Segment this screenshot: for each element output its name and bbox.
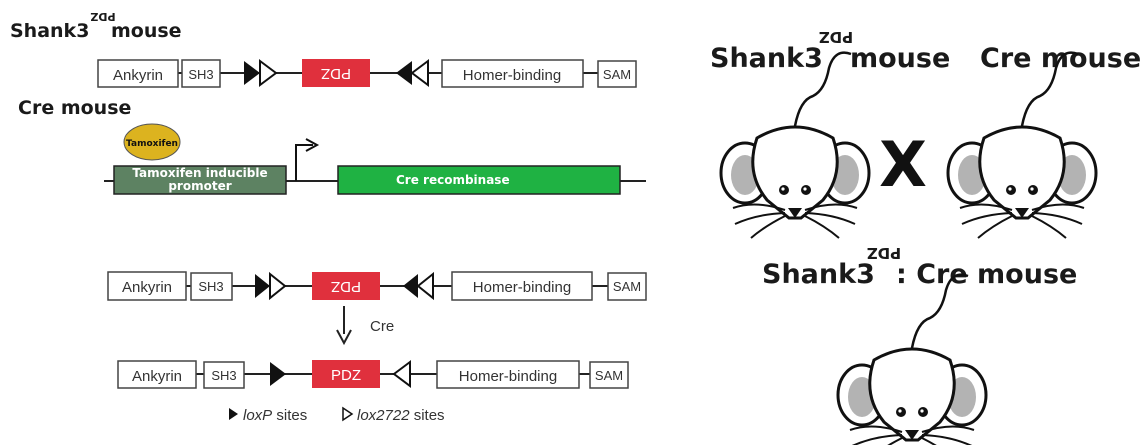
tamoxifen-molecule bbox=[123, 123, 181, 161]
transcription-arrowhead bbox=[305, 138, 320, 152]
domain-sh3: SH3 bbox=[188, 67, 213, 82]
domain-ankyrin: Ankyrin bbox=[132, 368, 182, 385]
domain-sh3: SH3 bbox=[211, 368, 236, 383]
cre-recombinase-box bbox=[337, 165, 621, 195]
offspring-mouse-illustration bbox=[836, 273, 988, 445]
legend-lox2722-symbol bbox=[342, 406, 354, 422]
pre-recombination-construct: Ankyrin SH3 PDZ Homer-binding SAM bbox=[107, 271, 647, 301]
shank3-mouse-illustration bbox=[719, 51, 871, 240]
legend-loxp-label: loxP sites bbox=[243, 407, 307, 424]
loxp-site bbox=[255, 274, 270, 298]
legend: loxP sites lox2722 sites bbox=[229, 406, 445, 424]
domain-homer-binding: Homer-binding bbox=[459, 368, 557, 385]
lox2722-site bbox=[416, 271, 434, 301]
shank3-title: Shank3 bbox=[10, 20, 89, 42]
domain-homer-binding: Homer-binding bbox=[473, 279, 571, 296]
cre-recombinase-label: Cre recombinase bbox=[396, 173, 510, 187]
cre-arrow-label: Cre bbox=[370, 318, 394, 335]
cre-construct: Tamoxifen Tamoxifen inducible promoter C… bbox=[104, 123, 646, 195]
promoter-label-line2: promoter bbox=[168, 179, 231, 193]
loxp-site bbox=[403, 274, 418, 298]
lox2722-site bbox=[410, 59, 429, 87]
right-shank3-suffix: mouse bbox=[850, 43, 950, 74]
right-shank3-label: Shank3 bbox=[710, 43, 823, 74]
cre-title: Cre mouse bbox=[18, 97, 131, 119]
loxp-site bbox=[396, 61, 412, 85]
loxp-site bbox=[244, 61, 260, 85]
domain-pdz-inverted: PDZ bbox=[321, 65, 351, 82]
offspring-label-superscript: PDZ bbox=[867, 244, 901, 262]
domain-sam: SAM bbox=[603, 67, 631, 82]
right-shank3-superscript: PDZ bbox=[819, 28, 853, 46]
loxp-site bbox=[270, 362, 286, 386]
cre-recombination-arrow bbox=[336, 306, 352, 346]
shank3-title-suffix: mouse bbox=[111, 20, 182, 42]
promoter-label-line1: Tamoxifen inducible bbox=[132, 166, 267, 180]
transcription-start-arrow bbox=[295, 144, 313, 181]
domain-homer-binding: Homer-binding bbox=[463, 67, 561, 84]
tamoxifen-inducible-promoter bbox=[113, 165, 287, 195]
cre-mouse-illustration bbox=[946, 51, 1098, 240]
cross-symbol: X bbox=[879, 128, 927, 201]
domain-pdz-inverted: PDZ bbox=[331, 278, 361, 295]
legend-lox2722-label: lox2722 sites bbox=[357, 407, 445, 424]
offspring-label-prefix: Shank3 bbox=[762, 259, 875, 290]
domain-ankyrin: Ankyrin bbox=[122, 279, 172, 296]
post-recombination-construct: Ankyrin SH3 PDZ Homer-binding SAM bbox=[117, 360, 629, 389]
domain-pdz: PDZ bbox=[331, 367, 361, 384]
domain-sam: SAM bbox=[595, 368, 623, 383]
domain-sam: SAM bbox=[613, 279, 641, 294]
lox2722-site bbox=[269, 271, 287, 301]
legend-loxp-symbol bbox=[229, 408, 238, 420]
domain-ankyrin: Ankyrin bbox=[113, 67, 163, 84]
tamoxifen-label: Tamoxifen bbox=[126, 139, 178, 149]
lox2722-site bbox=[259, 59, 278, 87]
floxed-construct: Ankyrin SH3 PDZ Homer-binding SAM bbox=[97, 59, 637, 88]
offspring-label-suffix: : Cre mouse bbox=[896, 259, 1077, 290]
shank3-title-superscript: PDZ bbox=[90, 10, 115, 23]
lox2722-site bbox=[392, 360, 411, 388]
domain-sh3: SH3 bbox=[198, 279, 223, 294]
